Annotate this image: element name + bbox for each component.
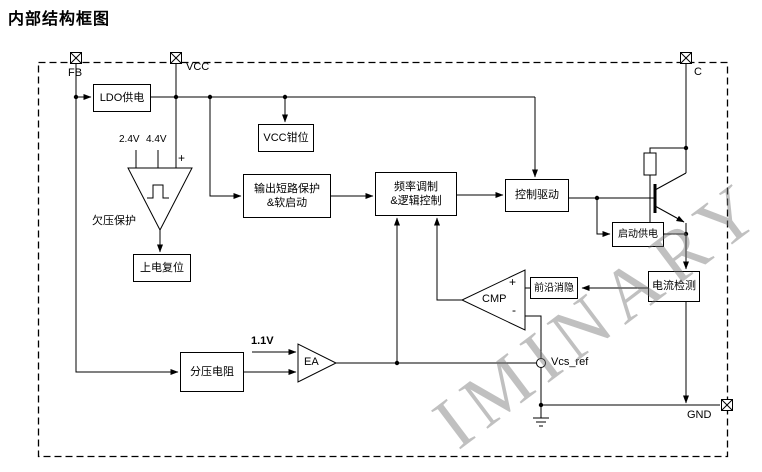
cmp-plus-sign: +	[509, 275, 517, 289]
block-label: 电流检测	[652, 280, 696, 293]
block-label: &逻辑控制	[390, 195, 442, 207]
block-label: VCC钳位	[263, 131, 309, 144]
resistor-icon	[643, 152, 657, 176]
cmp-minus-sign: -	[512, 303, 516, 317]
vcs-ref-label: Vcs_ref	[551, 356, 589, 368]
page-title: 内部结构框图	[8, 11, 111, 28]
vref-label: 1.1V	[251, 335, 274, 347]
c-pin-label: C	[694, 66, 702, 78]
block-vcc-clamp: VCC钳位	[258, 124, 314, 152]
fb-pin-icon	[70, 52, 82, 64]
vcc-pin-icon	[170, 52, 182, 64]
ground-icon	[533, 417, 549, 427]
c-pin-icon	[680, 52, 692, 64]
block-control-drive: 控制驱动	[505, 179, 569, 212]
block-label: 启动供电	[618, 229, 658, 240]
vcs-ref-node	[536, 358, 546, 368]
fb-pin-label: FB	[68, 67, 83, 79]
block-label: 前沿消隐	[534, 282, 574, 294]
wires	[75, 64, 720, 418]
cmp-label: CMP	[482, 293, 507, 305]
block-voltage-divider: 分压电阻	[180, 352, 244, 392]
block-startup-supply: 启动供电	[612, 222, 664, 247]
block-label: 上电复位	[140, 261, 184, 274]
uvlo-plus-sign: +	[178, 151, 186, 165]
block-ldo-supply: LDO供电	[93, 84, 151, 112]
gnd-pin-icon	[721, 399, 733, 411]
ea-amplifier-icon	[297, 343, 338, 383]
block-label: &软启动	[266, 197, 308, 209]
block-short-circuit-protection: 输出短路保护 &软启动	[243, 174, 331, 218]
block-label: 控制驱动	[515, 189, 559, 202]
chip-boundary	[37, 61, 729, 458]
threshold-high-label: 4.4V	[146, 134, 167, 145]
block-freq-modulation-logic: 频率调制 &逻辑控制	[375, 172, 457, 216]
block-label: 频率调制	[394, 180, 438, 193]
block-label: 分压电阻	[190, 365, 234, 378]
vcc-pin-label: VCC	[186, 61, 210, 73]
block-label: 输出短路保护	[254, 182, 320, 195]
block-label: LDO供电	[99, 91, 145, 104]
threshold-low-label: 2.4V	[119, 134, 140, 145]
junction-dots	[73, 94, 689, 408]
ea-label: EA	[304, 356, 319, 368]
block-leading-edge-blanking: 前沿消隐	[530, 277, 578, 299]
block-current-sense: 电流检测	[648, 271, 700, 302]
uvlo-comparator-icon	[127, 167, 193, 232]
block-power-on-reset: 上电复位	[133, 254, 191, 282]
hysteresis-icon	[147, 184, 169, 199]
uvlo-label: 欠压保护	[92, 215, 136, 227]
gnd-pin-label: GND	[687, 409, 712, 421]
cmp-comparator-icon	[460, 269, 526, 331]
